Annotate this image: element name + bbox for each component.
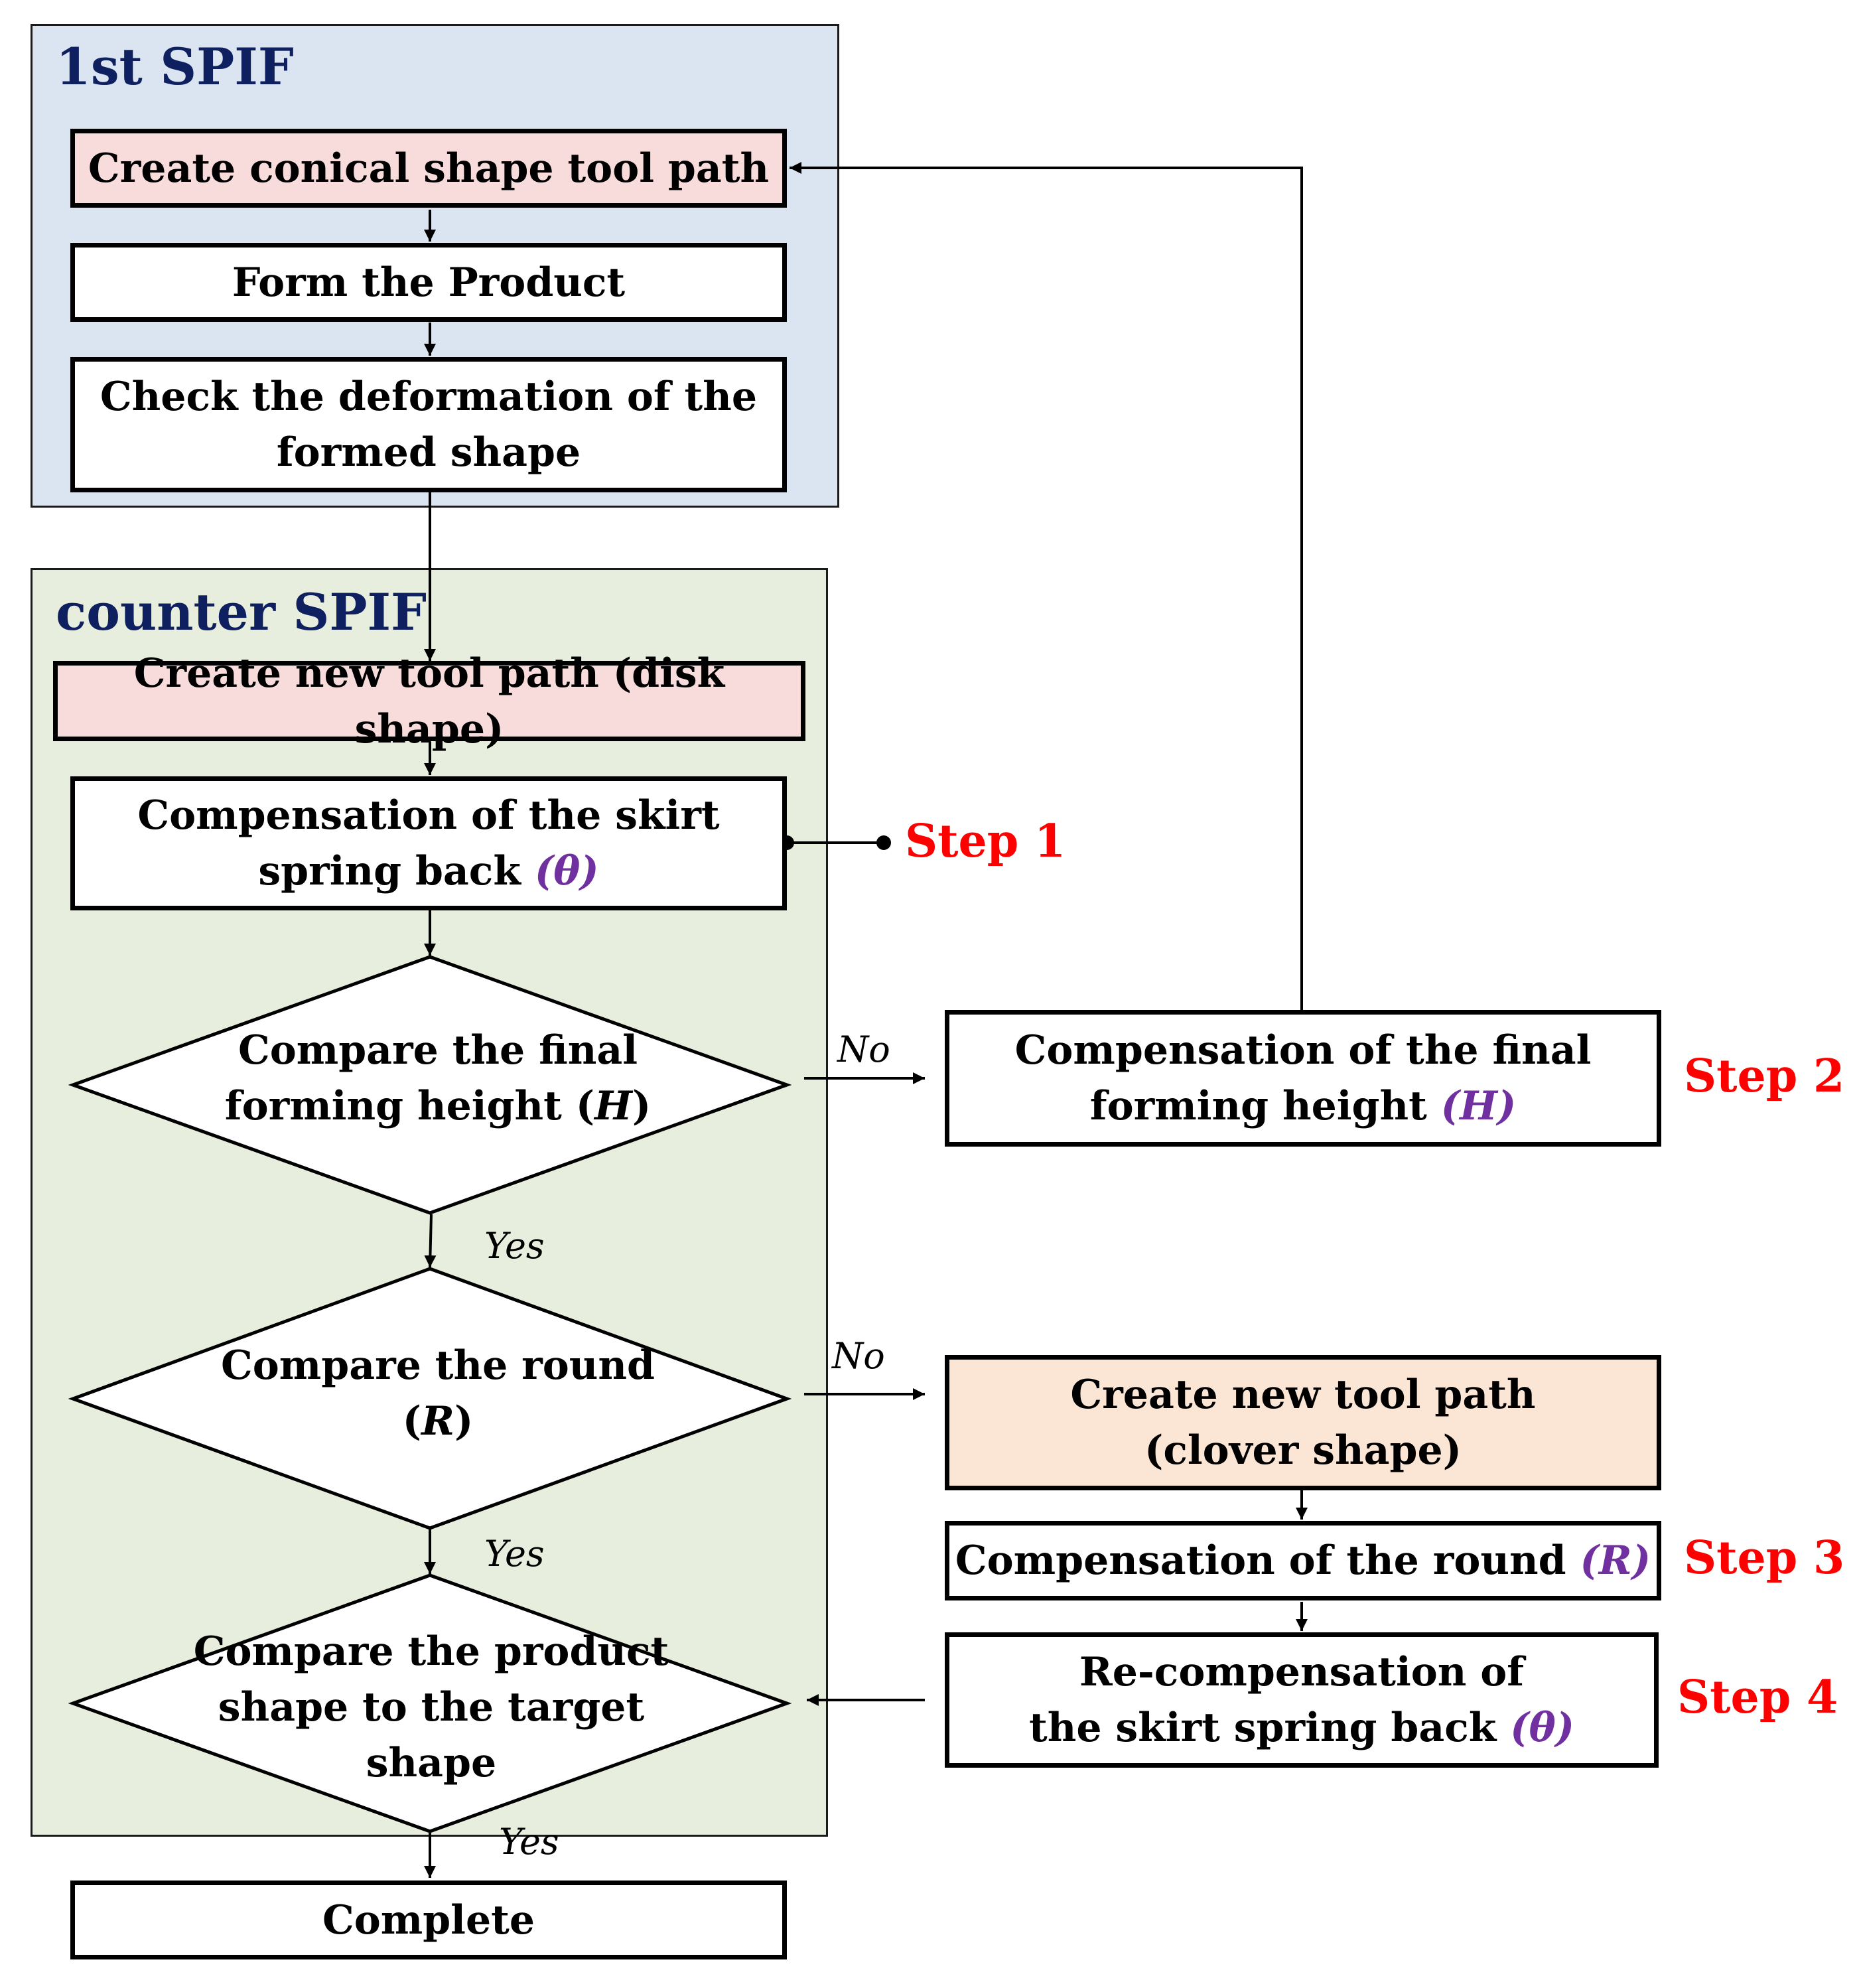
comp-final-height-box: Compensation of the final forming height…	[945, 1010, 1661, 1147]
comp-skirt-line1: Compensation of the skirt	[137, 792, 720, 839]
h-variable: H	[594, 1083, 632, 1129]
compare-shape-text: Compare the product shape to the target …	[159, 1619, 703, 1796]
recomp-skirt-springback-box: Re-compensation of the skirt spring back…	[945, 1632, 1659, 1768]
compare-round-open: (	[402, 1398, 422, 1445]
yes-label-round: Yes	[484, 1533, 545, 1575]
comp-round-label: Compensation of the round	[955, 1537, 1580, 1584]
create-clover-toolpath-box: Create new tool path (clover shape)	[945, 1355, 1661, 1490]
create-clover-line1: Create new tool path	[1070, 1372, 1536, 1418]
create-conical-label: Create conical shape tool path	[88, 145, 770, 192]
compare-height-line2: forming height (	[224, 1083, 595, 1129]
compare-height-close: )	[632, 1083, 652, 1129]
check-deformation-box: Check the deformation of the formed shap…	[70, 357, 787, 492]
form-product-label: Form the Product	[232, 259, 626, 306]
step-2-label: Step 2	[1684, 1050, 1845, 1103]
counter-spif-title: counter SPIF	[56, 583, 427, 642]
create-clover-line2: (clover shape)	[1144, 1427, 1462, 1474]
compare-shape-line1: Compare the product	[193, 1628, 669, 1675]
comp-skirt-line2: spring back	[258, 848, 535, 894]
theta-symbol-2: (θ)	[1510, 1705, 1574, 1751]
create-disk-label: Create new tool path (disk shape)	[133, 650, 725, 752]
yes-label-shape: Yes	[499, 1821, 559, 1863]
r-symbol: (R)	[1580, 1537, 1651, 1584]
compare-height-line1: Compare the final	[238, 1027, 638, 1074]
r-variable: R	[421, 1398, 454, 1445]
compare-height-text: Compare the final forming height (H)	[172, 1019, 703, 1138]
comp-height-line2: forming height	[1089, 1083, 1441, 1129]
first-spif-title: 1st SPIF	[56, 37, 294, 96]
compare-round-close: )	[454, 1398, 474, 1445]
no-label-height: No	[837, 1029, 890, 1070]
compare-height-diamond	[68, 955, 792, 1215]
complete-label: Complete	[322, 1896, 535, 1944]
create-disk-toolpath-box: Create new tool path (disk shape)	[53, 650, 805, 752]
h-symbol: (H)	[1440, 1083, 1517, 1129]
theta-symbol: (θ)	[534, 848, 599, 894]
compare-round-text: Compare the round (R)	[172, 1334, 703, 1453]
compare-shape-line3: shape	[366, 1740, 497, 1786]
comp-skirt-springback-box: Compensation of the skirt spring back (θ…	[70, 776, 787, 910]
no-label-round: No	[832, 1335, 885, 1377]
check-deformation-line2: formed shape	[276, 429, 581, 476]
compare-round-line1: Compare the round	[221, 1342, 655, 1389]
yes-label-height: Yes	[484, 1225, 545, 1267]
step-4-label: Step 4	[1677, 1671, 1838, 1724]
recomp-skirt-line1: Re-compensation of	[1079, 1649, 1525, 1695]
compare-round-diamond	[68, 1267, 792, 1530]
form-product-box: Form the Product	[70, 243, 787, 322]
complete-box: Complete	[70, 1881, 787, 1959]
step-1-label: Step 1	[905, 815, 1066, 868]
recomp-skirt-line2: the skirt spring back	[1029, 1705, 1511, 1751]
step-3-label: Step 3	[1684, 1531, 1845, 1585]
compare-shape-line2: shape to the target	[218, 1684, 645, 1731]
check-deformation-line1: Check the deformation of the	[100, 374, 758, 420]
comp-round-box: Compensation of the round (R)	[945, 1521, 1661, 1600]
comp-height-line1: Compensation of the final	[1014, 1027, 1592, 1074]
create-conical-toolpath-box: Create conical shape tool path	[70, 129, 787, 208]
compare-shape-diamond	[68, 1573, 792, 1833]
